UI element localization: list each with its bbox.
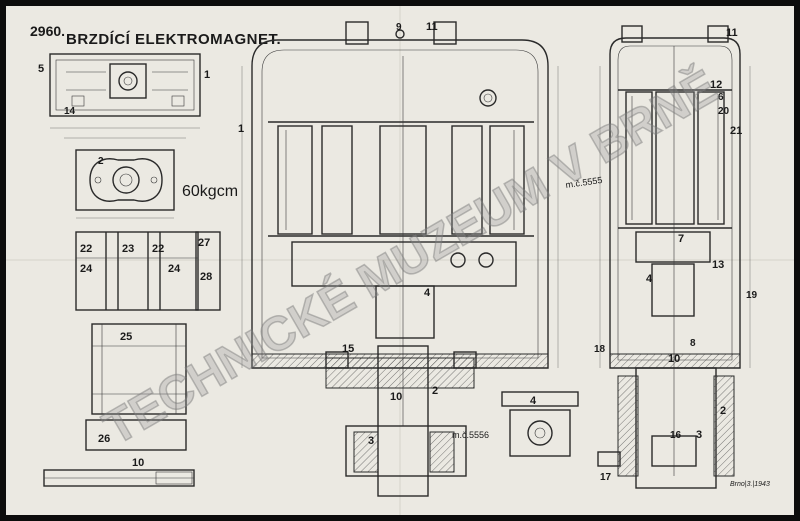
side-part-19-label: 19 (746, 290, 758, 301)
side-part-4-label: 4 (646, 273, 653, 285)
block-23: 23 (122, 243, 134, 255)
block-28: 28 (200, 271, 212, 283)
part-26-label: 26 (98, 433, 110, 445)
part-1-label: 1 (204, 69, 210, 81)
part-1-front-label: 1 (238, 123, 244, 135)
side-part-10-label: 10 (668, 353, 680, 365)
drawing-number: 2960. (30, 23, 65, 39)
part-9-label: 9 (396, 22, 402, 33)
side-part-6-label: 6 (718, 92, 724, 103)
flange-part-2: 2 (75, 149, 175, 219)
side-section-view: 12 11 6 20 21 7 13 4 19 18 8 10 2 16 3 1… (565, 25, 758, 489)
block-24b: 24 (168, 263, 181, 275)
side-part-20-label: 20 (718, 106, 730, 117)
drawing-title: BRZDÍCÍ ELEKTROMAGNET. (66, 31, 281, 48)
side-part-16-label: 16 (670, 430, 682, 441)
side-part-18-label: 18 (594, 344, 606, 355)
block-22a: 22 (80, 243, 92, 255)
side-part-2-label: 2 (720, 405, 726, 417)
drawing-sheet: 2960. BRZDÍCÍ ELEKTROMAGNET. 5 14 1 2 60… (6, 6, 794, 515)
part-10-label: 10 (132, 457, 144, 469)
lamination-blocks: 22 23 22 27 24 24 28 (75, 231, 221, 311)
corner-mark: Brno|3.|1943 (730, 481, 770, 488)
part-2-front-label: 2 (432, 385, 438, 397)
technical-drawing: 2960. BRZDÍCÍ ELEKTROMAGNET. 5 14 1 2 60… (6, 6, 794, 515)
part-15-label: 15 (342, 343, 354, 355)
part-5-label: 5 (38, 63, 44, 75)
fold-lines (6, 6, 794, 515)
part-2-label: 2 (98, 156, 104, 167)
part-4-detail-label: 4 (530, 395, 537, 407)
side-part-11-label: 11 (726, 27, 738, 39)
plan-view: 5 14 1 (38, 53, 210, 139)
side-part-13-label: 13 (712, 259, 724, 271)
part-3-label: 3 (368, 435, 374, 447)
front-section-view: 9 11 1 4 15 10 2 3 m.č.5556 (238, 21, 559, 497)
part-11-label: 11 (426, 21, 438, 33)
part-4-label: 4 (424, 287, 431, 299)
side-part-7-label: 7 (678, 233, 684, 245)
part-10-front-label: 10 (390, 391, 402, 403)
rod-10: 10 (43, 457, 195, 487)
block-24a: 24 (80, 263, 93, 275)
side-part-3-label: 3 (696, 429, 702, 441)
part-25-label: 25 (120, 331, 132, 343)
part-14-label: 14 (64, 106, 76, 117)
side-part-17-label: 17 (600, 472, 612, 483)
side-part-12-label: 12 (710, 79, 722, 91)
plate-25: 25 (91, 323, 187, 415)
material-note-front: m.č.5556 (452, 430, 489, 440)
block-22b: 22 (152, 243, 164, 255)
torque-note: 60kgcm (182, 183, 238, 200)
side-part-21-label: 21 (730, 125, 742, 137)
side-part-8-label: 8 (690, 338, 696, 349)
plate-26: 26 (85, 419, 187, 451)
detail-part-4: 4 (501, 391, 579, 457)
block-27: 27 (198, 237, 210, 249)
